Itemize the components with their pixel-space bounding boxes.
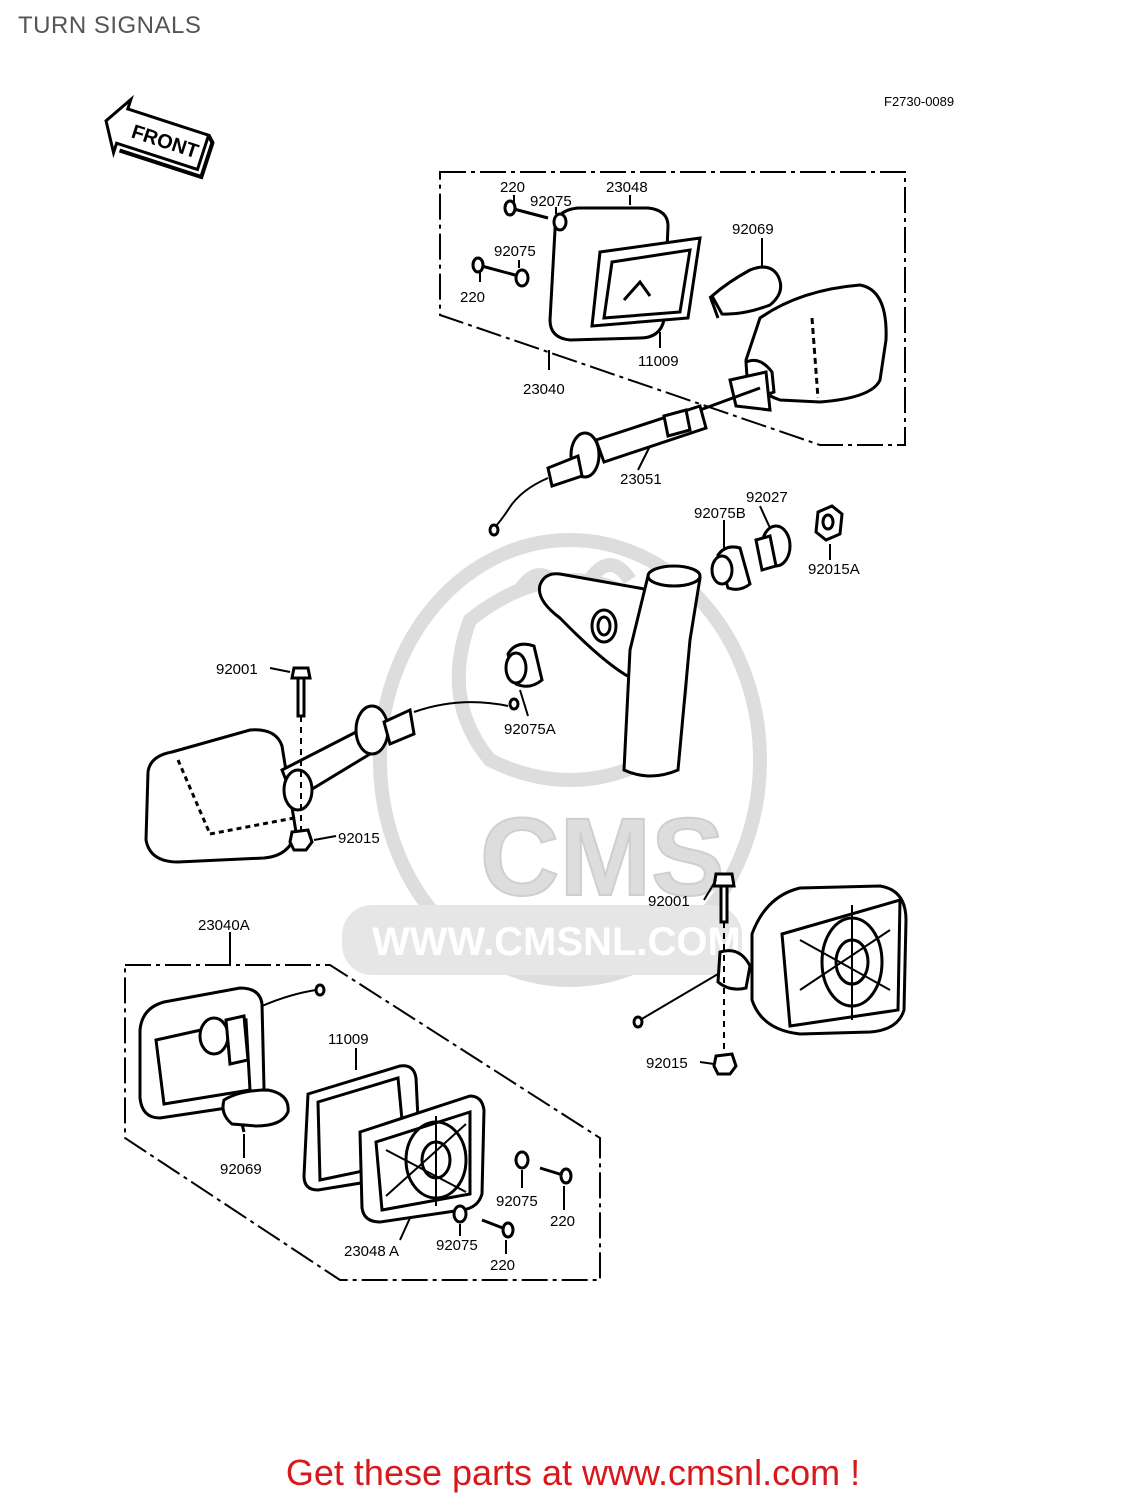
housing-top-right	[728, 283, 888, 412]
mount-bracket	[537, 564, 702, 778]
part-label-23051[interactable]: 23051	[620, 471, 662, 488]
washer-92075B	[710, 545, 752, 591]
bulb-92069-bottom	[221, 1088, 290, 1133]
housing-right-lower	[632, 884, 908, 1036]
part-label-92075[interactable]: 92075	[530, 193, 572, 210]
screw-220-bottom-b	[481, 1218, 515, 1239]
part-label-92015A[interactable]: 92015A	[808, 561, 860, 578]
part-label-220[interactable]: 220	[500, 179, 525, 196]
part-label-92027[interactable]: 92027	[746, 489, 788, 506]
washer-92075-top-b	[514, 268, 530, 288]
watermark-url: WWW.CMSNL.COM	[372, 920, 741, 964]
part-label-92075[interactable]: 92075	[436, 1237, 478, 1254]
part-label-23040[interactable]: 23040	[523, 381, 565, 398]
assembly-box-23040	[439, 171, 906, 446]
bolt-92001-right	[712, 872, 736, 1060]
part-label-11009[interactable]: 11009	[328, 1031, 369, 1048]
washer-92075-bottom-a	[514, 1150, 530, 1170]
nut-92015-right	[712, 1052, 738, 1076]
part-label-92015[interactable]: 92015	[338, 830, 380, 847]
nut-92015A	[814, 504, 844, 542]
assembly-box-23040A	[124, 964, 601, 1281]
washer-92075-top-a	[552, 212, 568, 232]
stalk-23051	[488, 386, 761, 537]
watermark-brand: CMS	[480, 796, 724, 919]
part-label-92069[interactable]: 92069	[220, 1161, 262, 1178]
parts-diagram: CMS WWW.CMSNL.COM FRONT F2730-0089	[104, 94, 954, 1281]
washer-92075A	[504, 642, 544, 688]
bulb-92069-top	[708, 265, 783, 319]
part-label-23048A[interactable]: 23048 A	[344, 1243, 399, 1260]
part-label-220[interactable]: 220	[550, 1213, 575, 1230]
housing-bottom	[138, 983, 326, 1120]
watermark-url-band	[342, 905, 742, 975]
part-label-220[interactable]: 220	[490, 1257, 515, 1274]
bolt-92001-left	[290, 666, 312, 850]
screw-220-top-b	[471, 256, 516, 277]
part-label-92001[interactable]: 92001	[216, 661, 258, 678]
part-label-92075B[interactable]: 92075B	[694, 505, 746, 522]
leader-lines	[229, 195, 831, 1254]
lens-23048	[548, 206, 702, 342]
washer-92075-bottom-b	[452, 1204, 468, 1224]
lens-23048A	[358, 1094, 486, 1224]
part-label-92015[interactable]: 92015	[646, 1055, 688, 1072]
part-label-220[interactable]: 220	[460, 289, 485, 306]
screw-220-top-a	[503, 199, 549, 220]
part-label-92001[interactable]: 92001	[648, 893, 690, 910]
housing-left	[144, 697, 520, 864]
part-label-92075A[interactable]: 92075A	[504, 721, 556, 738]
footer-link[interactable]: Get these parts at www.cmsnl.com !	[285, 1452, 861, 1493]
part-label-23040A[interactable]: 23040A	[198, 917, 250, 934]
diagram-code: F2730-0089	[884, 94, 954, 109]
collar-92027	[754, 524, 792, 572]
part-label-11009[interactable]: 11009	[638, 353, 679, 370]
nut-92015-left	[288, 828, 314, 852]
part-label-92075[interactable]: 92075	[494, 243, 536, 260]
part-label-92075[interactable]: 92075	[496, 1193, 538, 1210]
screw-220-bottom-a	[539, 1166, 573, 1185]
page-title: TURN SIGNALS	[18, 12, 202, 39]
front-arrow: FRONT	[104, 94, 215, 180]
part-label-23048[interactable]: 23048	[606, 179, 648, 196]
part-label-92069[interactable]: 92069	[732, 221, 774, 238]
